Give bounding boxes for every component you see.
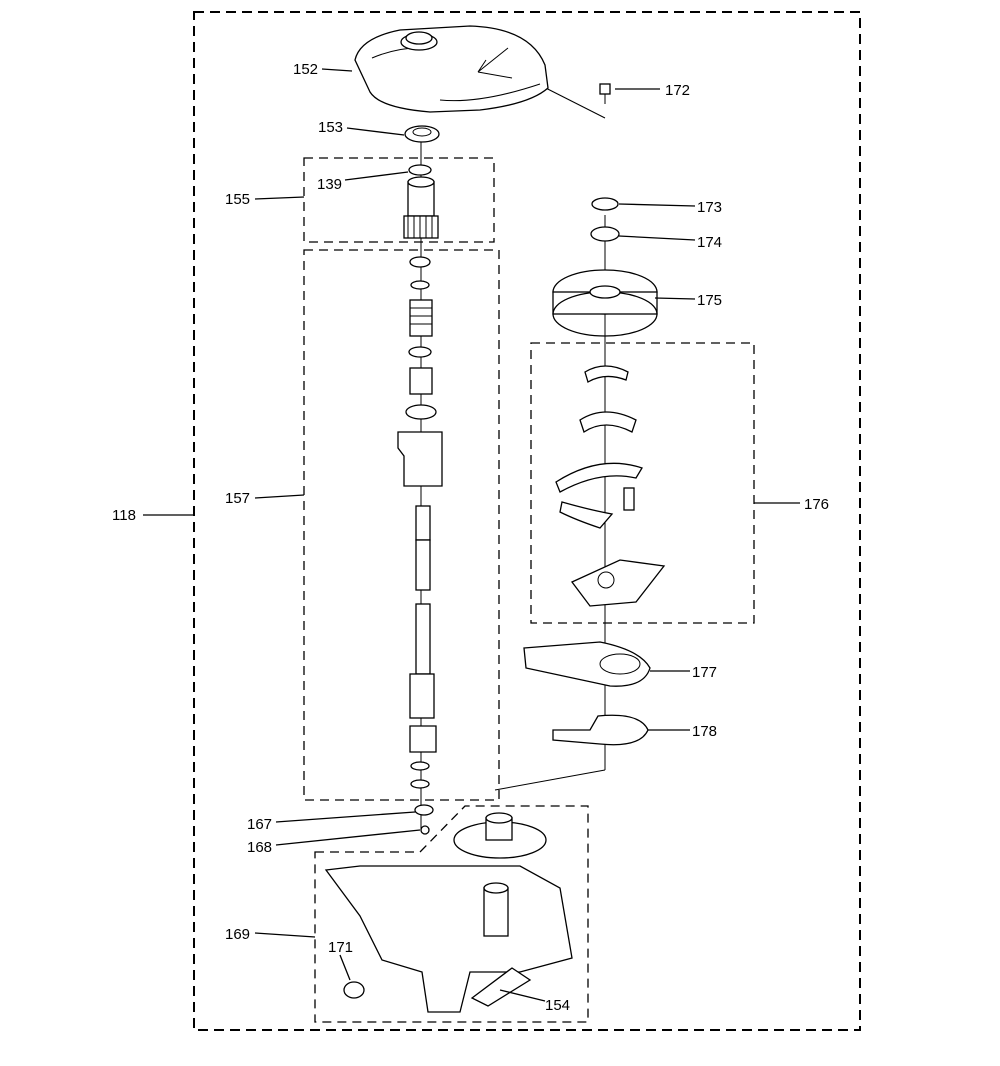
callout-155: 155 [225, 191, 250, 208]
drive-gear-175 [552, 269, 658, 337]
group-157-frame [303, 249, 500, 801]
washer-174 [590, 226, 620, 242]
callout-168: 168 [247, 839, 272, 856]
pinion-155 [403, 164, 439, 239]
shift-assembly-176 [555, 365, 666, 607]
callout-153: 153 [318, 119, 343, 136]
group-169-frame [314, 805, 589, 1023]
gear-case-169 [324, 812, 573, 1013]
group-176-frame [530, 342, 755, 624]
group-155-frame [303, 157, 495, 243]
callout-167: 167 [247, 816, 272, 833]
sector-gear-177 [523, 641, 651, 687]
callout-177: 177 [692, 664, 717, 681]
gear-cover-152 [354, 25, 549, 113]
callout-139: 139 [317, 176, 342, 193]
callout-157: 157 [225, 490, 250, 507]
screw-172 [599, 83, 611, 104]
shifter-178 [552, 714, 649, 746]
assembly-118-frame [193, 11, 861, 1031]
washer-167 [414, 804, 434, 816]
callout-178: 178 [692, 723, 717, 740]
callout-175: 175 [697, 292, 722, 309]
ball-168 [420, 825, 430, 835]
callout-173: 173 [697, 199, 722, 216]
seal-171 [343, 981, 365, 999]
grease-tube-154 [470, 967, 532, 1007]
callout-152: 152 [293, 61, 318, 78]
callout-118: 118 [112, 507, 136, 524]
callout-176: 176 [804, 496, 829, 513]
callout-154: 154 [545, 997, 570, 1014]
callout-171: 171 [328, 939, 353, 956]
callout-174: 174 [697, 234, 722, 251]
agitator-shaft-157 [397, 256, 443, 789]
ring-173 [591, 197, 619, 211]
callout-169: 169 [225, 926, 250, 943]
bearing-153 [404, 125, 440, 143]
callout-172: 172 [665, 82, 690, 99]
